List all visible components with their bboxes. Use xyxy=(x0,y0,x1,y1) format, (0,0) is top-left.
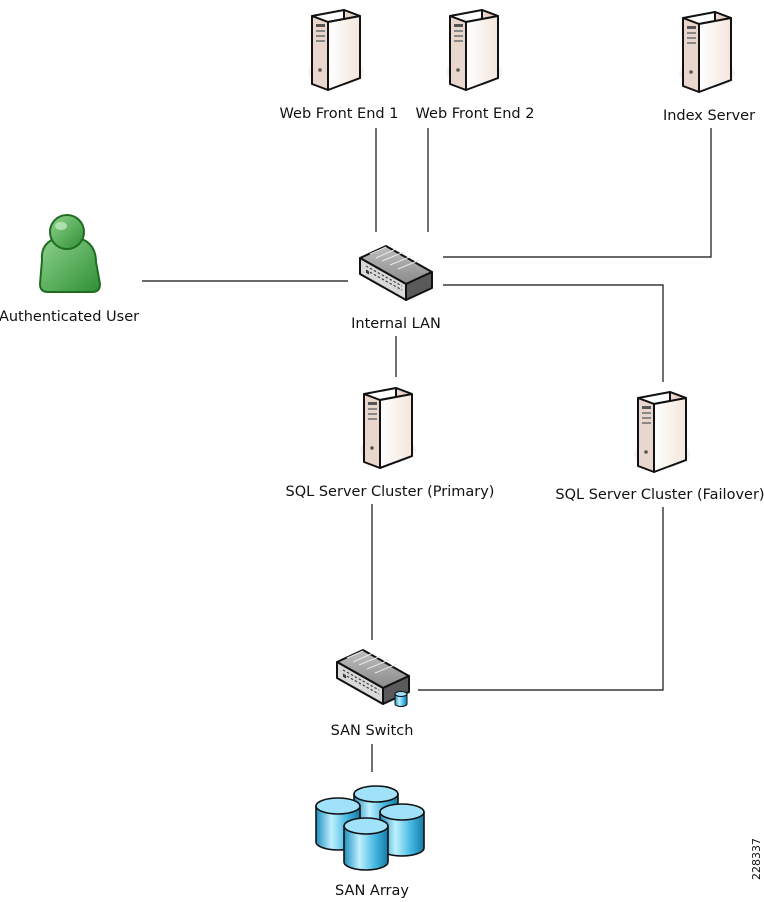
server-icon xyxy=(307,9,365,91)
node-label: SAN Array xyxy=(335,883,409,899)
connection-lines xyxy=(142,128,712,772)
sql-server-cluster-primary: SQL Server Cluster (Primary) xyxy=(286,387,495,500)
server-icon xyxy=(678,11,736,93)
network-switch-icon xyxy=(359,245,433,301)
san-switch: SAN Switch xyxy=(331,649,414,739)
node-label: SQL Server Cluster (Primary) xyxy=(286,484,495,500)
internal-lan: Internal LAN xyxy=(351,245,441,332)
web-front-end-1: Web Front End 1 xyxy=(280,9,399,122)
node-label: Internal LAN xyxy=(351,316,441,332)
node-label: Index Server xyxy=(663,108,755,124)
node-label: Authenticated User xyxy=(0,309,139,325)
sql-server-cluster-failover: SQL Server Cluster (Failover) xyxy=(555,391,764,503)
user-icon xyxy=(38,214,102,293)
san-array: SAN Array xyxy=(315,785,425,899)
storage-array-icon xyxy=(315,785,425,871)
authenticated-user: Authenticated User xyxy=(0,214,139,325)
node-label: Web Front End 2 xyxy=(416,106,535,122)
link-lan-sql-failover xyxy=(443,284,664,382)
server-icon xyxy=(633,391,691,473)
server-icon xyxy=(445,9,503,91)
link-sql-failover-san xyxy=(418,507,664,691)
node-label: SAN Switch xyxy=(331,723,414,739)
index-server: Index Server xyxy=(663,11,755,124)
link-index-lan xyxy=(443,128,712,258)
node-label: SQL Server Cluster (Failover) xyxy=(555,487,764,503)
node-label: Web Front End 1 xyxy=(280,106,399,122)
figure-id: 228337 xyxy=(750,838,763,880)
web-front-end-2: Web Front End 2 xyxy=(416,9,535,122)
san-switch-icon xyxy=(336,649,410,707)
server-icon xyxy=(359,387,417,469)
